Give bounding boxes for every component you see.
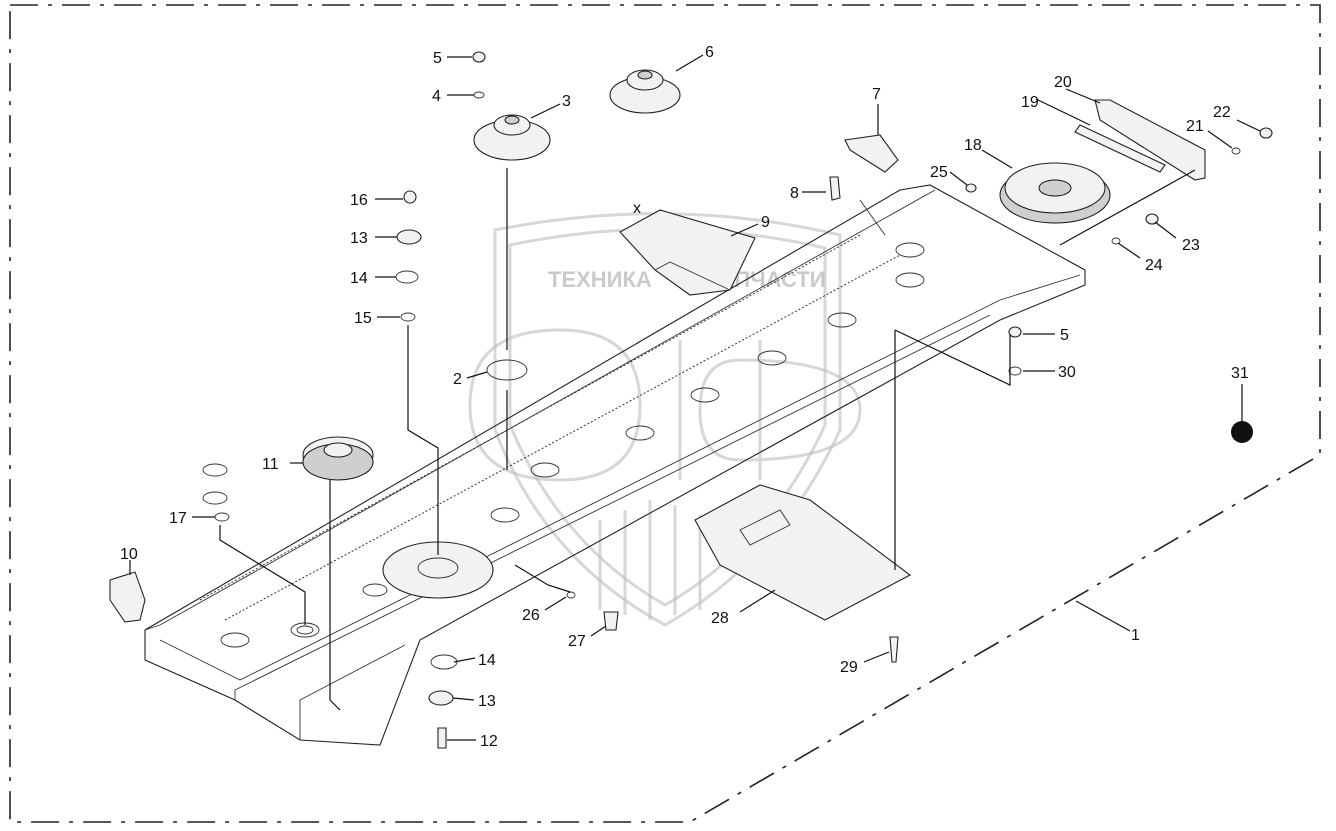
skid-shoe [109,571,146,623]
guard-7 [844,134,899,173]
callout-19: 19 [1021,94,1039,111]
callout-9: 9 [761,214,770,231]
callout-22: 22 [1213,104,1231,121]
callout-29: 29 [840,659,858,676]
callout-31: 31 [1231,365,1249,382]
callout-21: 21 [1186,118,1204,135]
bearing-cover-6 [609,69,681,114]
leader-lines [129,54,1261,741]
gear-18 [999,162,1111,224]
callout-7: 7 [872,86,881,103]
part-31-dot [1231,421,1253,443]
callout-labels: 1 2 3 4 5 5 6 7 8 9 10 11 12 13 13 14 14… [120,44,1249,750]
callout-25: 25 [930,164,948,181]
callout-12: 12 [480,733,498,750]
callout-5-right: 5 [1060,327,1069,344]
small-hardware [214,51,1273,749]
bar-hole-rings [202,242,925,648]
callout-28: 28 [711,610,729,627]
x-mark: x [633,200,641,217]
callout-10: 10 [120,546,138,563]
callout-24: 24 [1145,257,1163,274]
callout-14-top: 14 [350,270,368,287]
callout-23: 23 [1182,237,1200,254]
gear-11 [302,436,374,481]
callout-3: 3 [562,93,571,110]
callout-13-bottom: 13 [478,693,496,710]
callout-20: 20 [1054,74,1072,91]
callout-2: 2 [453,371,462,388]
callout-13-top: 13 [350,230,368,247]
callout-17: 17 [169,510,187,527]
callout-5-top: 5 [433,50,442,67]
callout-8: 8 [790,185,799,202]
callout-14-bottom: 14 [478,652,496,669]
plate-28 [694,484,912,621]
callout-6: 6 [705,44,714,61]
callout-15: 15 [354,310,372,327]
guard-9: x [619,200,756,296]
callout-4: 4 [432,88,441,105]
watermark-text-line1: ТЕХНИКА [548,267,652,292]
callout-1: 1 [1131,627,1140,644]
callout-16: 16 [350,192,368,209]
callout-18: 18 [964,137,982,154]
callout-26: 26 [522,607,540,624]
callout-30: 30 [1058,364,1076,381]
cutter-bar-frame [144,184,1086,746]
bearing-cover-3 [473,114,551,161]
callout-27: 27 [568,633,586,650]
guide-strips [1074,99,1206,181]
callout-11: 11 [262,456,279,473]
